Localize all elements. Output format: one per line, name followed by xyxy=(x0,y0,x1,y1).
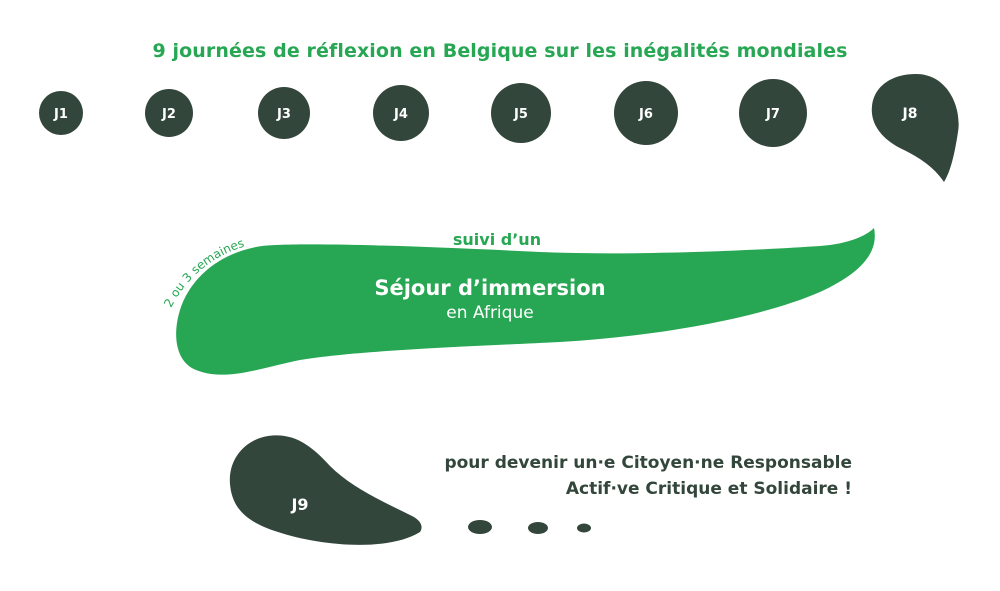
immersion-stay-block: suivi d’un 2 ou 3 semaines Séjour d’imme… xyxy=(161,228,875,375)
day-circle xyxy=(145,89,193,137)
day-circle xyxy=(258,87,310,139)
day-circle xyxy=(373,85,429,141)
trailing-dot xyxy=(528,522,548,534)
day-label-j3: J3 xyxy=(276,107,291,122)
day-node-j1: J1 xyxy=(39,91,83,135)
day-node-j5: J5 xyxy=(491,83,551,143)
day-label-j8: J8 xyxy=(902,106,918,122)
day-circles: J1 J2 J3 J4 J5 J6 J7 xyxy=(39,79,807,147)
day-label-j4: J4 xyxy=(393,107,408,122)
day-circle xyxy=(739,79,807,147)
day-node-j7: J7 xyxy=(739,79,807,147)
j8-teardrop-shape xyxy=(871,74,959,182)
day-node-j8: J8 xyxy=(871,74,959,182)
day-label-j5: J5 xyxy=(513,107,528,122)
immersion-brush-shape xyxy=(176,228,875,375)
day-label-j1: J1 xyxy=(53,107,68,122)
diagram-title: 9 journées de réflexion en Belgique sur … xyxy=(152,40,848,62)
day-node-j2: J2 xyxy=(145,89,193,137)
day-node-j9: J9 xyxy=(229,435,591,545)
day-circle xyxy=(39,91,83,135)
day-circle xyxy=(491,83,551,143)
followed-by-label: suivi d’un xyxy=(453,230,541,249)
stay-title: Séjour d’immersion xyxy=(374,276,605,300)
day-label-j2: J2 xyxy=(161,107,176,122)
j9-teardrop-shape xyxy=(229,435,422,545)
closing-message: pour devenir un·e Citoyen·ne Responsable… xyxy=(444,450,852,502)
day-node-j4: J4 xyxy=(373,85,429,141)
trailing-dot xyxy=(468,520,492,534)
stay-subtitle: en Afrique xyxy=(446,303,533,323)
day-node-j3: J3 xyxy=(258,87,310,139)
day-circle xyxy=(614,81,678,145)
closing-line-1: pour devenir un·e Citoyen·ne Responsable xyxy=(444,453,852,473)
trailing-dot xyxy=(577,523,591,533)
day-label-j9: J9 xyxy=(290,495,308,514)
closing-line-2: Actif·ve Critique et Solidaire ! xyxy=(565,479,852,499)
day-node-j6: J6 xyxy=(614,81,678,145)
day-label-j6: J6 xyxy=(638,107,653,122)
day-label-j7: J7 xyxy=(765,107,780,122)
